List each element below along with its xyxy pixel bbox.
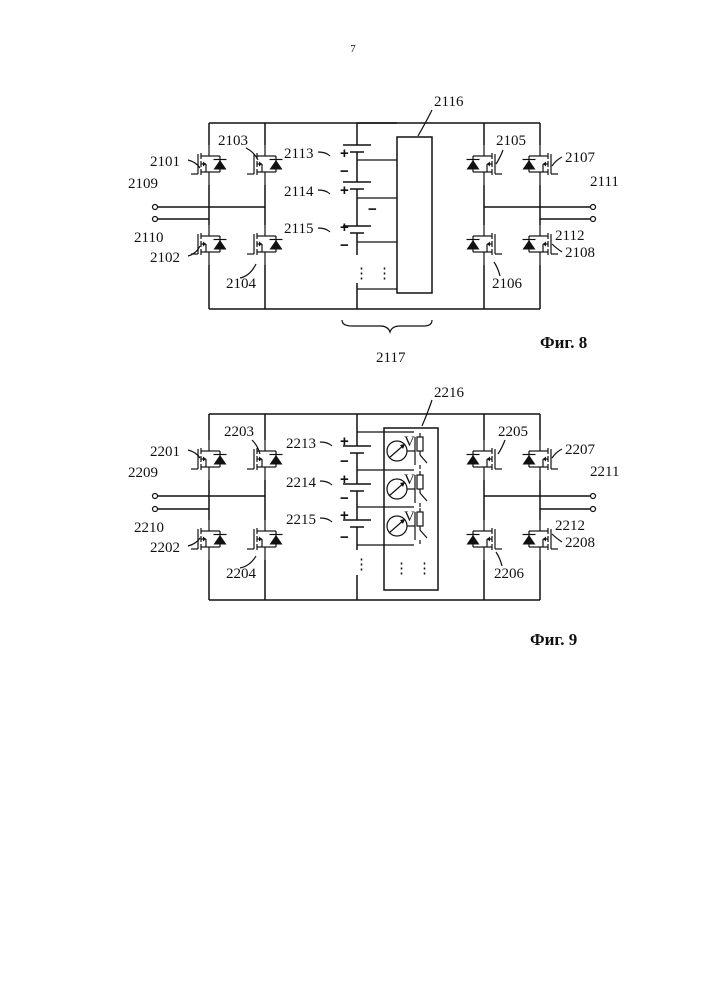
label-2105: 2105	[496, 133, 526, 149]
plus-sign: +	[340, 471, 349, 488]
voltmeter-symbol: V	[404, 434, 415, 450]
figure-9-caption: Фиг. 9	[530, 630, 577, 649]
minus-sign: −	[340, 237, 349, 254]
terminal-2212	[591, 507, 596, 512]
ellipsis: ⋮	[417, 561, 432, 577]
label-2205: 2205	[498, 424, 528, 440]
terminal-2211	[591, 494, 596, 499]
switch-2102	[191, 225, 227, 265]
label-2216: 2216	[434, 385, 465, 401]
label-2213: 2213	[286, 436, 316, 452]
label-2111: 2111	[590, 174, 619, 190]
label-2106: 2106	[492, 276, 523, 292]
terminal-2209	[153, 494, 158, 499]
label-2102: 2102	[150, 250, 180, 266]
switch-2201	[191, 440, 227, 480]
switch-2101	[191, 145, 227, 185]
label-2207: 2207	[565, 442, 596, 458]
plus-sign: +	[340, 145, 349, 162]
label-2208: 2208	[565, 535, 595, 551]
label-2117: 2117	[376, 350, 406, 366]
label-2110: 2110	[134, 230, 163, 246]
label-2215: 2215	[286, 512, 316, 528]
label-2103: 2103	[218, 133, 248, 149]
ellipsis: ⋮	[354, 557, 369, 573]
label-2108: 2108	[565, 245, 595, 261]
switch-2104	[247, 225, 283, 265]
switch-2105	[467, 145, 503, 185]
plus-sign: +	[340, 219, 349, 236]
switch-2203	[247, 440, 283, 480]
label-2202: 2202	[150, 540, 180, 556]
switch-2207	[523, 440, 559, 480]
control-module-2116	[397, 137, 432, 293]
brace-2117	[342, 320, 432, 332]
label-2209: 2209	[128, 465, 158, 481]
label-2214: 2214	[286, 475, 317, 491]
minus-sign: −	[368, 201, 377, 218]
label-2201: 2201	[150, 444, 180, 460]
label-2104: 2104	[226, 276, 257, 292]
plus-sign: +	[340, 182, 349, 199]
terminal-2112	[591, 217, 596, 222]
switch-2202	[191, 520, 227, 560]
label-2115: 2115	[284, 221, 313, 237]
minus-sign: −	[340, 453, 349, 470]
page-number: 7	[350, 43, 356, 55]
ellipsis: ⋮	[377, 266, 392, 282]
label-2204: 2204	[226, 566, 257, 582]
terminal-2109	[153, 205, 158, 210]
label-2206: 2206	[494, 566, 525, 582]
label-2109: 2109	[128, 176, 158, 192]
switch-2103	[247, 145, 283, 185]
terminal-2110	[153, 217, 158, 222]
minus-sign: −	[340, 529, 349, 546]
label-2210: 2210	[134, 520, 164, 536]
figure-9	[153, 414, 596, 600]
figure-8-caption: Фиг. 8	[540, 333, 587, 352]
ellipsis: ⋮	[354, 266, 369, 282]
label-2114: 2114	[284, 184, 314, 200]
voltmeter-symbol: V	[404, 509, 415, 525]
plus-sign: +	[340, 507, 349, 524]
terminal-2210	[153, 507, 158, 512]
label-2112: 2112	[555, 228, 584, 244]
label-2107: 2107	[565, 150, 596, 166]
label-2113: 2113	[284, 146, 313, 162]
switch-2208	[523, 520, 559, 560]
switch-2106	[467, 225, 503, 265]
switch-2205	[467, 440, 503, 480]
label-2203: 2203	[224, 424, 254, 440]
label-2212: 2212	[555, 518, 585, 534]
terminal-2111	[591, 205, 596, 210]
figure-8	[153, 123, 596, 332]
switch-2204	[247, 520, 283, 560]
label-2211: 2211	[590, 464, 619, 480]
label-2101: 2101	[150, 154, 180, 170]
ellipsis: ⋮	[394, 561, 409, 577]
plus-sign: +	[340, 433, 349, 450]
voltmeter-symbol: V	[404, 472, 415, 488]
label-2116: 2116	[434, 94, 464, 110]
minus-sign: −	[340, 163, 349, 180]
minus-sign: −	[340, 490, 349, 507]
